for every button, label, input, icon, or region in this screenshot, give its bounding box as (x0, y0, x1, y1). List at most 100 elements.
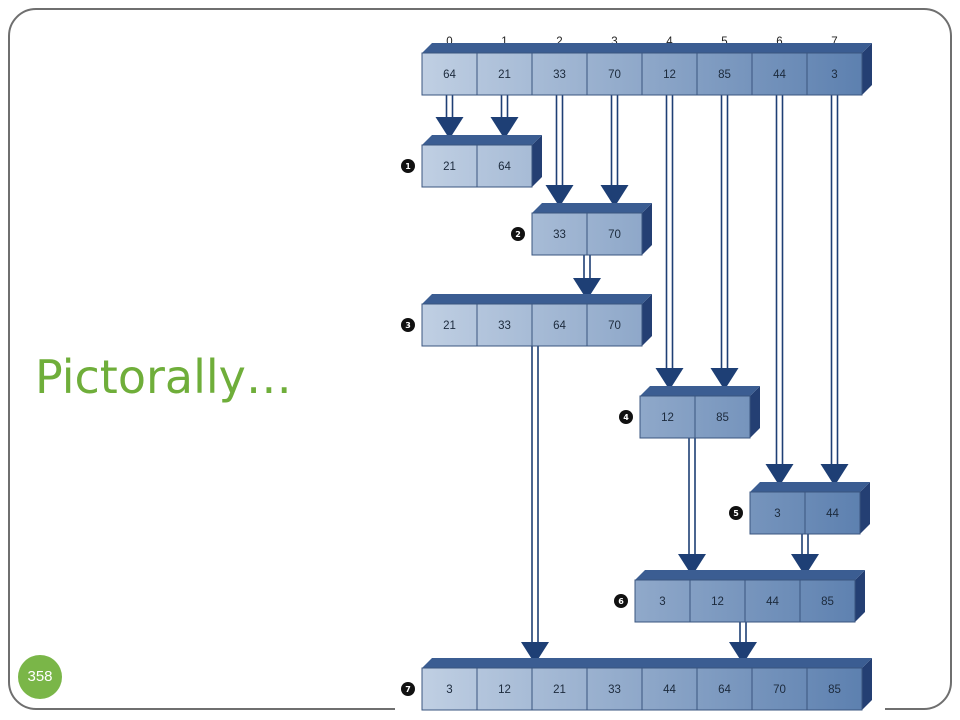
arrow-head (765, 464, 794, 486)
step-number-badge (614, 594, 628, 608)
array-cell-value: 33 (498, 320, 511, 332)
array-cell (751, 667, 808, 711)
step-number-badge (401, 159, 415, 173)
array-cell (476, 144, 533, 188)
array-cell-value: 12 (711, 596, 724, 608)
array-cell (639, 395, 696, 439)
arrow-head (600, 185, 629, 207)
array-cell-value: 3 (446, 684, 452, 696)
step-number-badge (729, 506, 743, 520)
array-cell-value: 70 (608, 229, 621, 241)
array-cell (694, 395, 751, 439)
index-label: 2 (556, 36, 562, 48)
array-cell-value: 70 (608, 320, 621, 332)
box-side-face (642, 294, 652, 346)
box-side-face (860, 482, 870, 534)
arrow-head (710, 368, 739, 390)
index-label: 4 (666, 36, 673, 48)
array-cell-value: 3 (831, 69, 837, 81)
array-cell (531, 667, 588, 711)
array-cell (751, 52, 808, 96)
step-number: 1 (405, 162, 411, 171)
array-cell-value: 64 (498, 161, 511, 173)
array-cell-value: 21 (443, 161, 456, 173)
step-number: 4 (623, 413, 629, 422)
array-cell-value: 12 (498, 684, 511, 696)
array-cell-value: 3 (659, 596, 665, 608)
box-top-face (422, 658, 872, 668)
step-number: 6 (618, 597, 624, 606)
array-cell-value: 44 (773, 69, 786, 81)
array-cell (421, 52, 478, 96)
array-cell (641, 667, 698, 711)
step-number-badge (511, 227, 525, 241)
array-cell-value: 64 (718, 684, 731, 696)
array-cell-value: 70 (608, 69, 621, 81)
arrow-head (820, 464, 849, 486)
array-cell-value: 70 (773, 684, 786, 696)
arrow-head (573, 278, 601, 300)
arrow-head (729, 642, 757, 664)
step-number: 7 (405, 685, 411, 694)
box-top-face (532, 203, 652, 213)
arrow-head (791, 554, 819, 576)
box-top-face (635, 570, 865, 580)
box-side-face (855, 570, 865, 622)
box-top-face (640, 386, 760, 396)
step-number: 3 (405, 321, 411, 330)
array-cell (586, 212, 643, 256)
array-cell-value: 44 (766, 596, 779, 608)
step-number-badge (401, 682, 415, 696)
array-cell-value: 21 (553, 684, 566, 696)
index-label: 6 (776, 36, 782, 48)
box-top-face (422, 43, 872, 53)
array-cell-value: 3 (774, 508, 780, 520)
array-cell (696, 52, 753, 96)
index-label: 7 (831, 36, 837, 48)
arrow-head (678, 554, 706, 576)
array-cell-value: 85 (716, 412, 729, 424)
arrow-head (490, 117, 519, 139)
array-cell (531, 52, 588, 96)
array-cell-value: 21 (443, 320, 456, 332)
arrow-head (435, 117, 464, 139)
arrow-head (655, 368, 684, 390)
page-number-badge: 358 (18, 655, 62, 699)
array-cell (476, 303, 533, 347)
array-cell-value: 21 (498, 69, 511, 81)
array-cell-value: 85 (828, 684, 841, 696)
array-cell (806, 667, 863, 711)
box-top-face (422, 135, 542, 145)
array-cell-value: 64 (553, 320, 566, 332)
array-cell (689, 579, 746, 623)
box-side-face (862, 43, 872, 95)
arrow-head (521, 642, 549, 664)
array-cell-value: 12 (661, 412, 674, 424)
box-side-face (862, 658, 872, 710)
box-side-face (750, 386, 760, 438)
array-cell-value: 33 (608, 684, 621, 696)
array-cell (641, 52, 698, 96)
box-side-face (532, 135, 542, 187)
array-cell (531, 212, 588, 256)
array-cell (476, 52, 533, 96)
box-top-face (422, 294, 652, 304)
array-cell-value: 44 (826, 508, 839, 520)
slide-title: Pictorally… (35, 350, 292, 404)
array-cell (804, 491, 861, 535)
array-cell-value: 33 (553, 69, 566, 81)
array-cell (749, 491, 806, 535)
step-number: 5 (733, 509, 739, 518)
array-cell (421, 667, 478, 711)
index-label: 5 (721, 36, 727, 48)
step-number: 2 (515, 230, 521, 239)
array-cell-value: 12 (663, 69, 676, 81)
box-top-face (750, 482, 870, 492)
array-cell-value: 33 (553, 229, 566, 241)
step-number-badge (401, 318, 415, 332)
array-cell-value: 64 (443, 69, 456, 81)
box-side-face (642, 203, 652, 255)
index-label: 0 (446, 36, 452, 48)
